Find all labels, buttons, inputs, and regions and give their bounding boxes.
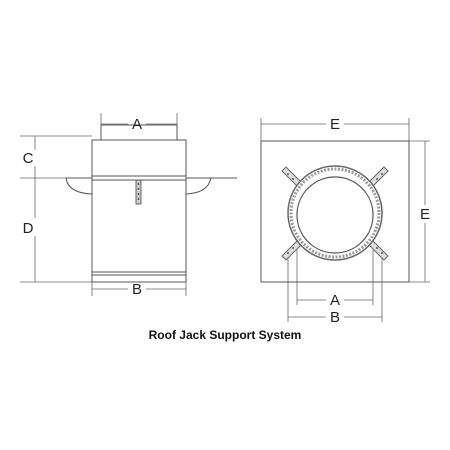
side-dim-b-label: B (132, 281, 142, 298)
left-flashing (65, 177, 93, 195)
top-view (260, 140, 410, 283)
jack-body (91, 139, 187, 283)
side-dim-d-label: D (23, 220, 34, 237)
side-dimensions (20, 113, 187, 296)
side-dim-c-label: C (23, 150, 34, 167)
right-dim-e-label: E (420, 206, 430, 223)
top-dimensions (260, 118, 430, 322)
inner-pipe-circle (296, 176, 374, 254)
top-dim-e-label: E (330, 116, 340, 133)
top-dim-a-label: A (330, 292, 340, 309)
figure-caption: Roof Jack Support System (148, 328, 302, 342)
side-dim-a-label: A (132, 116, 142, 133)
side-view (65, 124, 237, 283)
right-flashing (185, 177, 212, 195)
top-dim-b-label: B (330, 309, 340, 326)
